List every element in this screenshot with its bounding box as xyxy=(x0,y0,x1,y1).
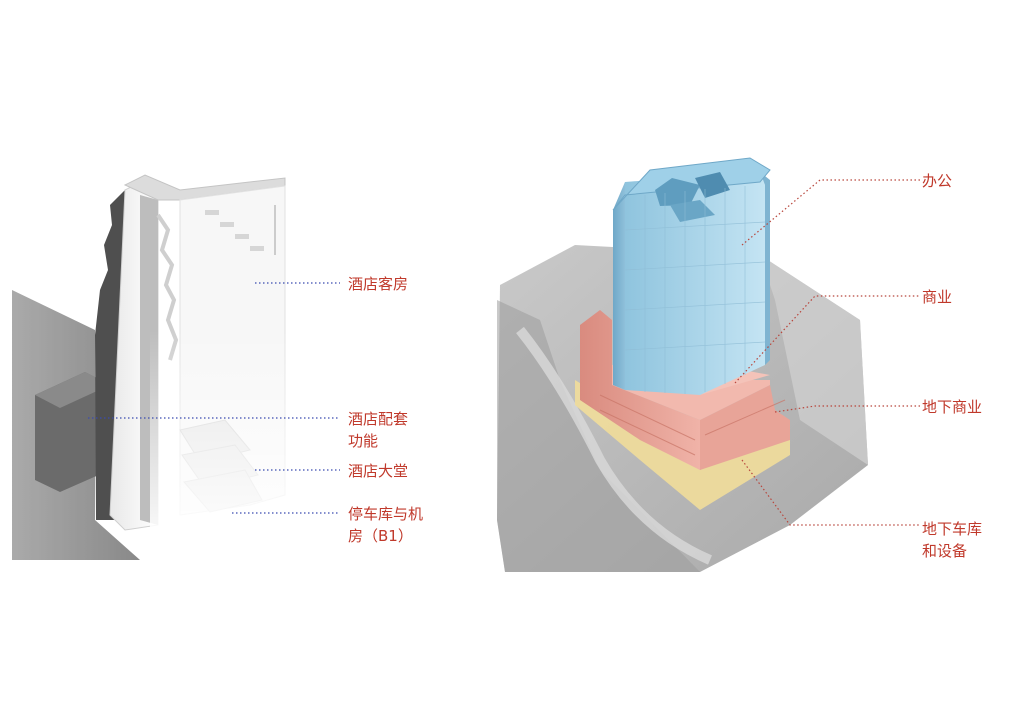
office-tower-model xyxy=(497,157,868,572)
site-ground-right xyxy=(760,255,868,465)
label-line: 商业 xyxy=(922,288,953,306)
label-line: 办公 xyxy=(922,172,953,190)
label-line: 酒店大堂 xyxy=(348,462,409,480)
label-hotel-facilities: 酒店配套 功能 xyxy=(348,408,408,452)
label-line: 功能 xyxy=(348,432,379,450)
tower-roof-equip-2 xyxy=(695,172,730,198)
label-commercial: 商业 xyxy=(922,286,952,308)
basement-volume xyxy=(575,380,790,510)
tower-left-face xyxy=(613,182,625,390)
label-line: 酒店配套 xyxy=(348,410,409,428)
podium-bands xyxy=(599,394,786,456)
hotel-tower-model xyxy=(12,174,290,560)
label-parking-b1: 停车库与机 房（B1） xyxy=(348,503,423,547)
label-underground-commercial: 地下商业 xyxy=(922,396,982,418)
tower-right-face xyxy=(760,172,770,365)
basement-block-top xyxy=(35,372,110,408)
right-leaders xyxy=(734,179,920,526)
label-line: 停车库与机 xyxy=(348,505,424,523)
tower-roof-equip-1 xyxy=(655,178,700,206)
label-hotel-lobby: 酒店大堂 xyxy=(348,460,408,482)
tower-roof xyxy=(123,174,286,201)
tower-curtain-wall xyxy=(624,186,766,394)
tower-roof-equip-3 xyxy=(670,200,715,222)
bottom-fade xyxy=(150,330,290,530)
label-line: 和设备 xyxy=(922,542,968,560)
label-line: 房（B1） xyxy=(348,527,413,545)
podium-right xyxy=(700,385,790,470)
label-line: 地下车库 xyxy=(922,520,983,538)
podium-front xyxy=(580,310,700,470)
site-road xyxy=(516,326,712,565)
label-office: 办公 xyxy=(922,170,952,192)
podium-top xyxy=(600,310,770,420)
floor-steps xyxy=(205,210,264,251)
label-line: 地下商业 xyxy=(922,398,983,416)
label-underground-parking: 地下车库 和设备 xyxy=(922,518,982,562)
label-hotel-rooms: 酒店客房 xyxy=(348,273,408,295)
label-line: 酒店客房 xyxy=(348,275,409,293)
